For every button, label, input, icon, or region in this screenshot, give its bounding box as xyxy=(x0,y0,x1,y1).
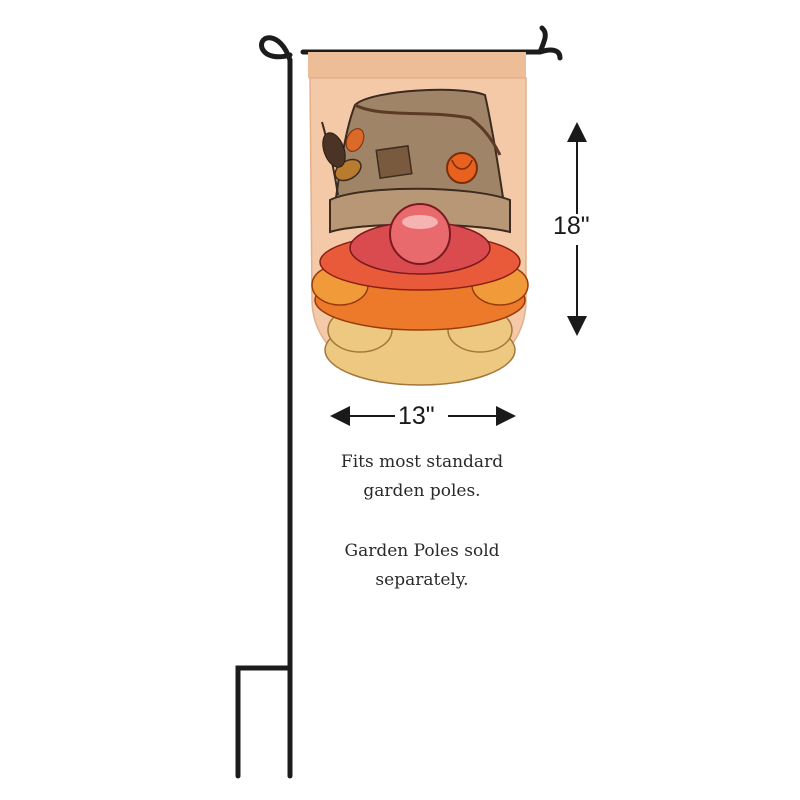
height-label: 18" xyxy=(553,212,590,240)
caption-line: Garden Poles sold xyxy=(344,541,500,561)
caption-line: separately. xyxy=(375,570,469,590)
leaf-beard xyxy=(311,221,529,386)
leaf-sprig xyxy=(321,121,365,196)
caption-line: Fits most standard xyxy=(340,452,504,472)
sold-separately-caption: Garden Poles sold separately. xyxy=(272,537,572,595)
caption-line: garden poles. xyxy=(363,481,481,501)
gnome-nose xyxy=(389,203,451,265)
width-label: 13" xyxy=(398,402,435,430)
garden-flag xyxy=(308,52,529,386)
fit-caption: Fits most standard garden poles. xyxy=(272,448,572,506)
